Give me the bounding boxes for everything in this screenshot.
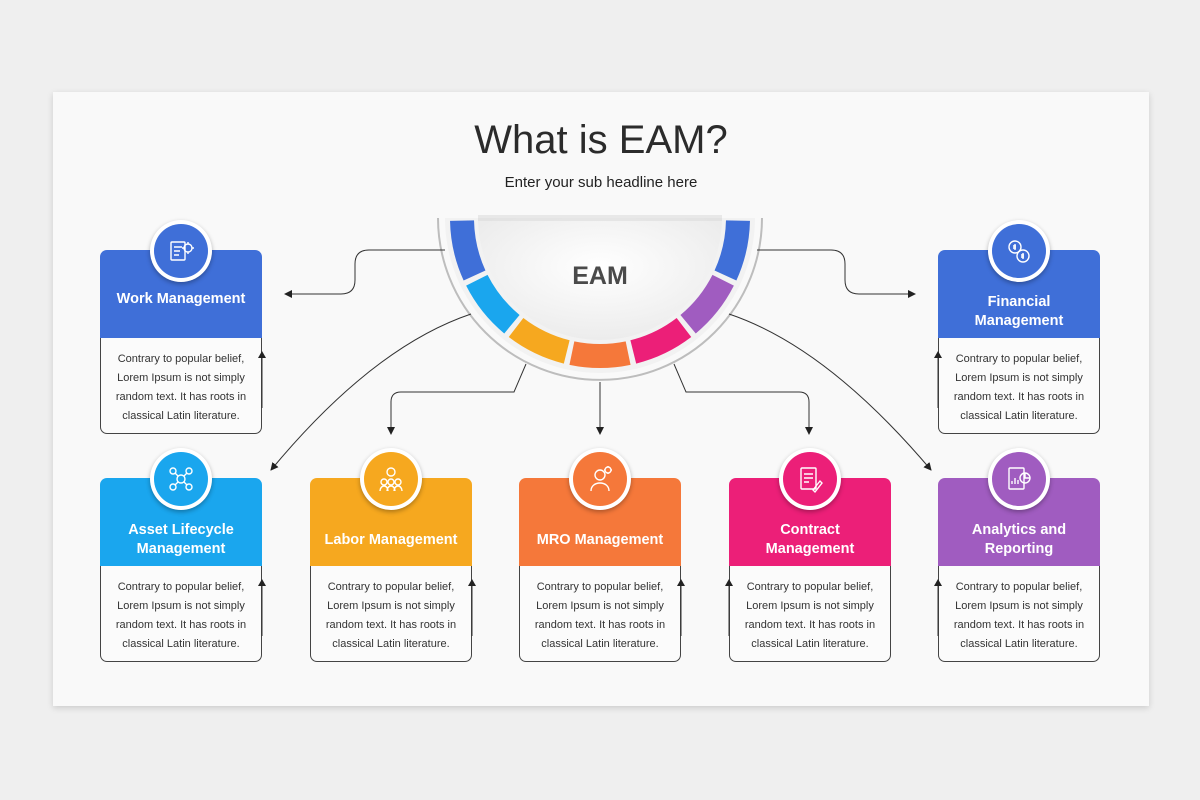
page-subtitle: Enter your sub headline here (504, 174, 698, 191)
card-body: Contrary to popular belief, Lorem Ipsum … (729, 566, 891, 662)
card-body: Contrary to popular belief, Lorem Ipsum … (100, 566, 262, 662)
analytics-report-icon (1008, 467, 1031, 490)
icon-badge (779, 448, 841, 510)
card-body: Contrary to popular belief, Lorem Ipsum … (938, 338, 1100, 434)
return-arrow (258, 351, 266, 408)
hub-segment-1 (450, 220, 486, 281)
worker-gear-icon (590, 466, 612, 492)
return-arrow (677, 579, 685, 636)
hub-segment-4 (569, 341, 631, 368)
connector-financial (757, 249, 916, 298)
contract-icon (800, 467, 823, 494)
hub-segment-7 (714, 220, 750, 281)
return-arrow (725, 579, 733, 636)
team-gear-icon (379, 467, 403, 492)
return-arrow (258, 579, 266, 636)
hub-segment-3 (508, 318, 570, 364)
card-body: Contrary to popular belief, Lorem Ipsum … (519, 566, 681, 662)
slide: What is EAM? Enter your sub headline her… (53, 92, 1149, 706)
connectors (270, 249, 932, 471)
hub-color-segments (450, 220, 750, 368)
icon-badge (360, 448, 422, 510)
icon-badge (988, 448, 1050, 510)
connector-work (284, 249, 445, 298)
hub-segment-6 (680, 274, 734, 334)
card-body: Contrary to popular belief, Lorem Ipsum … (310, 566, 472, 662)
return-arrow (468, 579, 476, 636)
connector-labor (387, 363, 527, 435)
return-arrow (934, 579, 942, 636)
hub-segment-5 (630, 318, 692, 364)
return-arrow (934, 351, 942, 408)
hub-center (478, 218, 722, 340)
icon-badge (569, 448, 631, 510)
asset-cycle-icon (169, 467, 193, 491)
connector-analytics (728, 313, 932, 471)
connector-asset (270, 313, 472, 471)
icon-badge (988, 220, 1050, 282)
connector-contract (673, 363, 813, 435)
work-order-icon (170, 241, 194, 261)
icon-badge (150, 220, 212, 282)
card-header: Analytics and Reporting (938, 478, 1100, 568)
card-body: Contrary to popular belief, Lorem Ipsum … (100, 338, 262, 434)
connector-diagram (270, 215, 932, 471)
page-title: What is EAM? (474, 118, 728, 162)
card-body: Contrary to popular belief, Lorem Ipsum … (938, 566, 1100, 662)
hub-segment-2 (466, 274, 520, 334)
hub-label: EAM (572, 262, 628, 290)
icon-badge (150, 448, 212, 510)
money-settings-icon (1008, 240, 1030, 263)
